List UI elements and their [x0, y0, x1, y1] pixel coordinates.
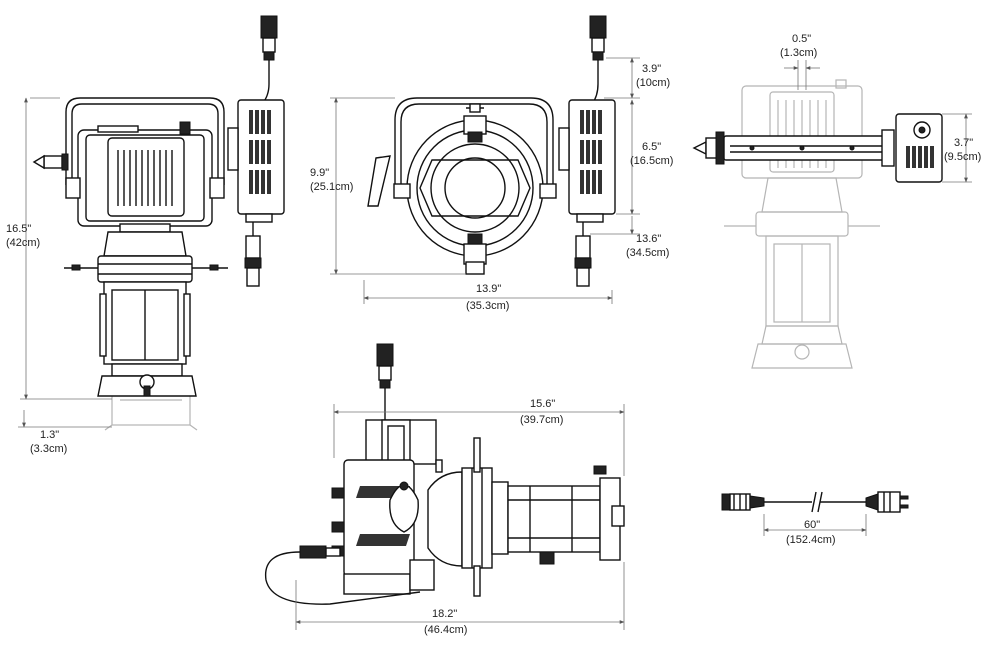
top-offset-dimension: 0.5" (1.3cm) [780, 33, 820, 90]
top-box-imperial: 3.7" [954, 137, 973, 149]
connector-top-metric: (10cm) [636, 77, 670, 89]
power-cable [721, 491, 909, 513]
side-connector-top [589, 15, 607, 105]
profile-length-metric: (46.4cm) [424, 624, 467, 636]
connector-bottom-dimension: 13.6" (34.5cm) [590, 216, 669, 259]
top-offset-imperial: 0.5" [792, 33, 811, 45]
top-box-metric: (9.5cm) [944, 151, 981, 163]
fin-block [117, 150, 173, 206]
side-width-dimension: 13.9" (35.3cm) [363, 280, 613, 312]
side-width-imperial: 13.9" [476, 283, 501, 295]
profile-width-metric: (39.7cm) [520, 414, 563, 426]
front-view [32, 97, 228, 431]
top-offset-metric: (1.3cm) [780, 47, 817, 59]
profile-length-imperial: 18.2" [432, 608, 457, 620]
box-height-dimension: 6.5" (16.5cm) [616, 99, 673, 215]
connector-bottom-metric: (34.5cm) [626, 247, 669, 259]
side-view [367, 97, 557, 275]
side-width-metric: (35.3cm) [466, 300, 509, 312]
side-height-dimension: 9.9" (25.1cm) [310, 97, 466, 275]
top-view [692, 79, 943, 369]
box-height-imperial: 6.5" [642, 141, 661, 153]
cable-length-dimension: 60" (152.4cm) [763, 514, 867, 546]
side-height-metric: (25.1cm) [310, 181, 353, 193]
connector-top-dimension: 3.9" (10cm) [604, 57, 670, 99]
connector-bottom-imperial: 13.6" [636, 233, 661, 245]
profile-width-dimension: 15.6" (39.7cm) [333, 398, 625, 476]
top-box-dimension: 3.7" (9.5cm) [942, 113, 981, 183]
profile-view [264, 343, 625, 605]
side-height-imperial: 9.9" [310, 167, 329, 179]
side-driver-box [558, 99, 616, 223]
front-height-metric: (42cm) [6, 237, 40, 249]
front-driver-box [227, 99, 285, 223]
front-bottom-imperial: 1.3" [40, 429, 59, 441]
connector-top-imperial: 3.9" [642, 63, 661, 75]
front-connector-bottom [244, 222, 262, 287]
profile-width-imperial: 15.6" [530, 398, 555, 410]
cable-length-imperial: 60" [804, 519, 820, 531]
front-bottom-metric: (3.3cm) [30, 443, 67, 455]
front-height-dimension: 16.5" (42cm) [6, 97, 112, 400]
box-height-metric: (16.5cm) [630, 155, 673, 167]
front-connector-top [260, 15, 278, 105]
cable-length-metric: (152.4cm) [786, 534, 836, 546]
front-height-imperial: 16.5" [6, 223, 31, 235]
side-connector-bottom [574, 222, 592, 287]
profile-length-dimension: 18.2" (46.4cm) [295, 562, 625, 636]
front-bottom-dimension: 1.3" (3.3cm) [18, 410, 112, 455]
